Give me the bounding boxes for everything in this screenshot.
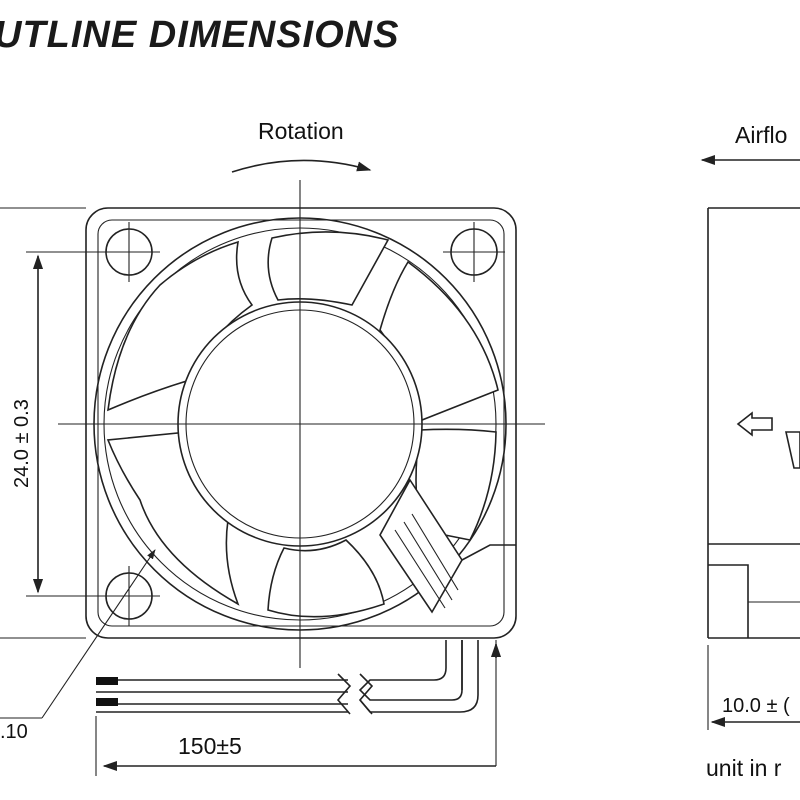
rotation-arrow [231,159,372,173]
wire-exit-channel [379,478,516,614]
fan-side-view [707,207,800,639]
fan-front-view [58,180,545,668]
fan-blade [107,240,254,412]
fan-blade [106,431,240,606]
fan-blade [267,539,385,618]
cable-length-label: 150±5 [178,733,242,759]
fan-frame-inner [97,219,505,627]
fan-blade [267,231,390,306]
fan-frame-outer [85,207,517,639]
hole-leader: .10 [0,549,156,743]
mounting-holes [98,222,505,626]
height-dimension: 24.0 ± 0.3 [0,207,100,639]
cable-length-dimension: 150±5 [95,640,502,776]
unit-note: unit in r [706,755,782,781]
height-dimension-label: 24.0 ± 0.3 [11,399,33,488]
rotation-direction-icon [785,431,800,469]
drawing-title: UTLINE DIMENSIONS [0,14,399,56]
airflow-label: Airflo [735,122,787,148]
lead-wires [96,640,479,715]
depth-dimension-label: 10.0 ± ( [722,695,790,717]
rotation-label: Rotation [258,118,344,144]
airflow-direction-icon [736,411,773,437]
hole-dimension-label: .10 [0,721,28,743]
depth-dimension: 10.0 ± ( [707,645,800,730]
